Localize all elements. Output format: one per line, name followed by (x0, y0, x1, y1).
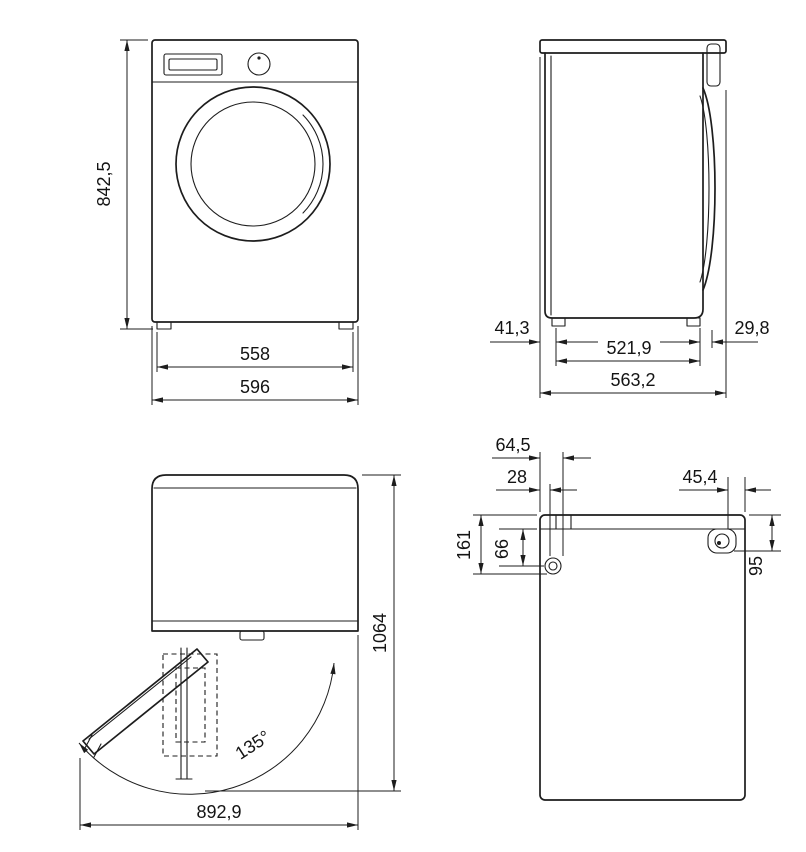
front-door-handle (302, 114, 324, 214)
side-rear-foot (551, 317, 566, 327)
open-door-glass-projection-dashed (175, 667, 206, 743)
open-door-latch (239, 630, 265, 641)
side-door-ring-line (699, 95, 710, 283)
open-door-dimensions: 135° 1064 892,9 (78, 474, 401, 830)
dim-side-front-gap: 29,8 (734, 318, 769, 338)
front-right-foot (338, 321, 354, 330)
dim-open-total-height: 1064 (370, 613, 390, 653)
front-detergent-drawer (163, 53, 223, 76)
side-door-bulge (702, 87, 716, 291)
dim-side-rear-gap: 41,3 (494, 318, 529, 338)
front-cabinet-outline (151, 39, 359, 323)
front-detergent-drawer-inner (168, 58, 218, 71)
side-worktop (539, 39, 727, 54)
side-view-dimensions: 41,3 29,8 521,9 563,2 (490, 57, 770, 398)
door-angle-arc (78, 662, 336, 795)
dim-top-valve-offset: 45,4 (682, 467, 717, 487)
dim-side-depth: 563,2 (610, 370, 655, 390)
front-program-knob (247, 52, 271, 76)
top-drain-hose-outer (544, 557, 562, 575)
top-drain-hose-inner (548, 561, 558, 571)
dim-open-total-depth: 892,9 (196, 802, 241, 822)
dim-top-cord-offset: 28 (507, 467, 527, 487)
dim-front-feet-width: 558 (240, 344, 270, 364)
dim-side-feet-depth: 521,9 (606, 338, 651, 358)
side-cabinet-outline (544, 52, 704, 319)
side-front-foot (686, 317, 701, 327)
dim-door-angle: 135° (232, 726, 274, 763)
open-door-view (82, 474, 359, 780)
front-view-dimensions: 842,5 558 596 (94, 39, 359, 405)
open-cabinet-outline (151, 474, 359, 632)
open-door-swung-panel (82, 648, 209, 755)
front-view (151, 39, 359, 330)
side-hinge-trim (706, 43, 721, 87)
front-door-outer-ring (175, 86, 331, 242)
dim-top-hose-offset: 64,5 (495, 435, 530, 455)
top-cabinet-outline (539, 514, 746, 801)
side-view (539, 39, 727, 327)
front-door-glass (190, 101, 316, 227)
top-inlet-valve-dot (717, 541, 721, 545)
dim-top-valve-depth: 95 (746, 556, 766, 576)
dim-front-width: 596 (240, 377, 270, 397)
top-inlet-valve (714, 533, 730, 549)
top-view (539, 514, 746, 801)
top-inlet-valve-housing (707, 528, 737, 554)
front-left-foot (156, 321, 172, 330)
dim-top-cord-depth: 66 (492, 539, 512, 559)
top-view-dimensions: 64,5 28 45,4 161 66 95 (454, 435, 781, 576)
front-knob-marker (257, 56, 261, 60)
dim-top-hose-depth: 161 (454, 530, 474, 560)
open-door-tip-detail (93, 743, 102, 758)
dim-front-height: 842,5 (94, 161, 114, 206)
